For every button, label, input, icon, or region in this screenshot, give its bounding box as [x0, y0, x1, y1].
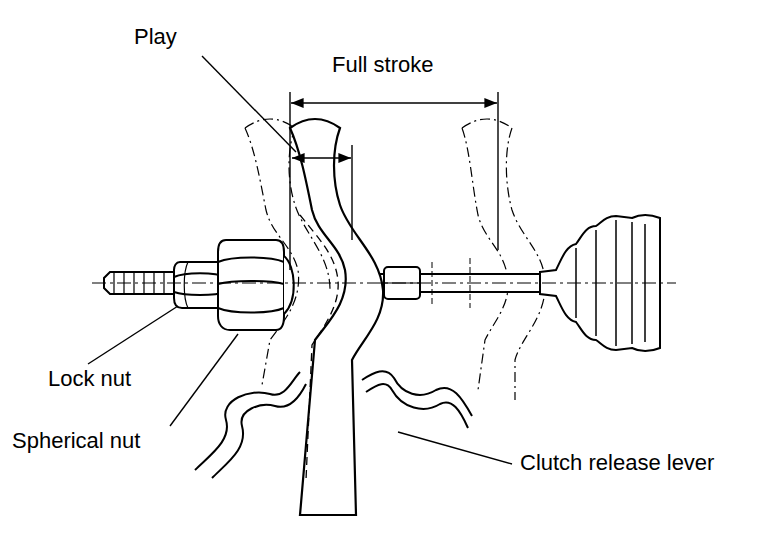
part-label: Play: [132, 24, 179, 50]
part-label: Lock nut: [46, 366, 133, 392]
threaded-rod: [104, 272, 178, 294]
dimension-lines: [290, 92, 498, 270]
leader-line: [170, 334, 238, 426]
leader-line: [88, 306, 178, 364]
phantom-edge: [462, 128, 508, 390]
play-dimension: [292, 157, 351, 158]
part-label: Clutch release lever: [518, 450, 716, 476]
part-label: Full stroke: [330, 52, 435, 78]
phantom-edge: [462, 119, 512, 128]
part-label: Spherical nut: [10, 428, 142, 454]
housing-edge: [195, 372, 300, 470]
housing-edge: [366, 384, 468, 428]
leader-line: [202, 56, 296, 152]
nut-body: [218, 240, 284, 330]
full-stroke-dimension: [291, 102, 497, 103]
phantom-edge: [245, 119, 295, 128]
extension-line: [351, 145, 352, 240]
extension-line: [497, 92, 498, 250]
phantom-lever: [462, 119, 545, 400]
center-line: [92, 283, 676, 284]
phantom-edge: [506, 128, 545, 400]
leader-line: [398, 432, 512, 464]
leader-lines: [88, 56, 512, 464]
lever-hidden-line: [300, 215, 338, 480]
rod-end: [104, 272, 178, 294]
lever-outline: [290, 119, 383, 515]
spherical-seat: [284, 256, 294, 314]
release-lever: [290, 119, 383, 515]
extension-line: [289, 92, 290, 270]
spherical-nut: [218, 240, 294, 330]
housing-edge: [212, 384, 306, 478]
